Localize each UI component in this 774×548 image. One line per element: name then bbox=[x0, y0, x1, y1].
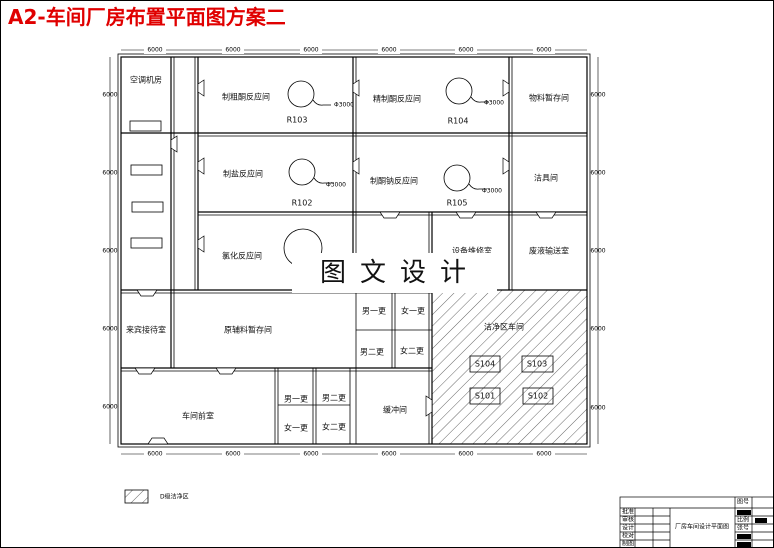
tb-row: 制图 bbox=[622, 540, 634, 548]
room-crude-ketone: 制粗酮反应间 bbox=[222, 92, 270, 102]
watermark-box bbox=[292, 253, 497, 293]
legend-label: D级洁净区 bbox=[160, 493, 189, 501]
svg-text:6000: 6000 bbox=[590, 326, 605, 333]
walls bbox=[117, 53, 591, 448]
diameter-label: Φ3000 bbox=[334, 102, 354, 109]
room-chlorination: 氯化反应间 bbox=[222, 251, 262, 261]
reactor-r102 bbox=[288, 158, 316, 186]
svg-text:6000: 6000 bbox=[590, 248, 605, 255]
room-buffer: 缓冲间 bbox=[383, 405, 407, 415]
room-women-change-1b: 女一更 bbox=[284, 423, 308, 433]
svg-text:6000: 6000 bbox=[458, 451, 473, 458]
svg-text:6000: 6000 bbox=[102, 326, 117, 333]
svg-text:6000: 6000 bbox=[590, 405, 605, 412]
svg-text:6000: 6000 bbox=[536, 451, 551, 458]
room-refined-ketone: 精制酮反应间 bbox=[373, 94, 421, 104]
room-raw-material: 原辅料暂存间 bbox=[224, 325, 272, 335]
room-women-change-1: 女一更 bbox=[401, 306, 425, 316]
legend-swatch bbox=[124, 489, 149, 504]
room-men-change-2: 男二更 bbox=[360, 348, 384, 357]
room-salt-reaction: 制盐反应间 bbox=[223, 169, 263, 179]
room-labels: 空调机房 制粗酮反应间 精制酮反应间 物料暂存间 制盐反应间 制酮钠反应间 洁具… bbox=[126, 75, 569, 433]
room-women-change-2b: 女二更 bbox=[322, 422, 346, 432]
reactors bbox=[283, 77, 489, 268]
equipment-r103: R103 bbox=[287, 116, 308, 125]
dimension-labels: 6000 6000 6000 6000 6000 6000 6000 6000 6000 600… bbox=[102, 47, 605, 458]
room-clean-workshop: 洁净区车间 bbox=[484, 322, 524, 332]
tb-row: 设计 bbox=[622, 524, 634, 532]
room-reception: 来宾接待室 bbox=[126, 325, 166, 335]
diameter-label: Φ3000 bbox=[482, 188, 502, 195]
reactor-r105 bbox=[443, 164, 471, 192]
room-material-storage: 物料暂存间 bbox=[529, 93, 569, 103]
tb-label: 张号 bbox=[737, 524, 749, 532]
tb-row: 批准 bbox=[622, 508, 634, 516]
room-waste-liquid: 废液输送室 bbox=[529, 246, 569, 256]
svg-text:6000: 6000 bbox=[102, 92, 117, 99]
svg-text:6000: 6000 bbox=[381, 47, 396, 54]
room-workshop-front: 车间前室 bbox=[182, 411, 214, 421]
room-ac: 空调机房 bbox=[130, 75, 162, 85]
room-men-change-2b: 男二更 bbox=[322, 394, 346, 403]
watermark: 图文设计 bbox=[320, 258, 480, 288]
reactor-r103 bbox=[287, 80, 315, 108]
room-men-change-1b: 男一更 bbox=[284, 395, 308, 404]
svg-text:6000: 6000 bbox=[225, 47, 240, 54]
diameter-label: Φ3000 bbox=[484, 100, 504, 107]
room-cleaning: 洁具间 bbox=[534, 173, 558, 183]
room-women-change-2: 女二更 bbox=[400, 346, 424, 356]
diameter-label: Φ3000 bbox=[326, 182, 346, 189]
equipment-s104: S104 bbox=[475, 360, 495, 369]
svg-text:6000: 6000 bbox=[147, 47, 162, 54]
room-equipment-repair: 设备维修室 bbox=[452, 246, 492, 256]
equipment-r105: R105 bbox=[447, 199, 468, 208]
tb-row: 审核 bbox=[622, 516, 634, 524]
svg-text:6000: 6000 bbox=[102, 404, 117, 411]
svg-text:6000: 6000 bbox=[303, 47, 318, 54]
equipment-r102: R102 bbox=[292, 199, 313, 208]
svg-text:6000: 6000 bbox=[303, 451, 318, 458]
svg-text:6000: 6000 bbox=[590, 170, 605, 177]
reactor-r104 bbox=[445, 77, 473, 105]
svg-text:6000: 6000 bbox=[147, 451, 162, 458]
svg-text:6000: 6000 bbox=[225, 451, 240, 458]
drawing-title: A2-车间厂房布置平面图方案二 bbox=[8, 5, 286, 29]
dimensions bbox=[109, 49, 599, 455]
svg-text:6000: 6000 bbox=[458, 47, 473, 54]
clean-equipment: S104 S103 S101 S102 bbox=[469, 355, 554, 405]
equipment-s102: S102 bbox=[528, 392, 548, 401]
tb-row: 校对 bbox=[622, 532, 634, 540]
tb-label: 图号 bbox=[737, 499, 749, 506]
svg-text:6000: 6000 bbox=[102, 170, 117, 177]
tb-drawing-name: 厂房车间设计平面图 bbox=[675, 523, 729, 531]
room-men-change-1: 男一更 bbox=[362, 307, 386, 316]
equipment-s103: S103 bbox=[527, 360, 547, 369]
svg-text:6000: 6000 bbox=[102, 248, 117, 255]
doors bbox=[134, 79, 557, 445]
ac-units bbox=[129, 120, 164, 249]
tb-label: 比例 bbox=[737, 516, 749, 524]
title-block bbox=[619, 496, 774, 548]
clean-area-hatch bbox=[432, 290, 587, 444]
room-ketone-sodium: 制酮钠反应间 bbox=[370, 176, 418, 186]
svg-text:6000: 6000 bbox=[536, 47, 551, 54]
equipment-r104: R104 bbox=[448, 117, 469, 126]
svg-text:6000: 6000 bbox=[590, 92, 605, 99]
equipment-s101: S101 bbox=[475, 392, 495, 401]
svg-text:6000: 6000 bbox=[381, 451, 396, 458]
